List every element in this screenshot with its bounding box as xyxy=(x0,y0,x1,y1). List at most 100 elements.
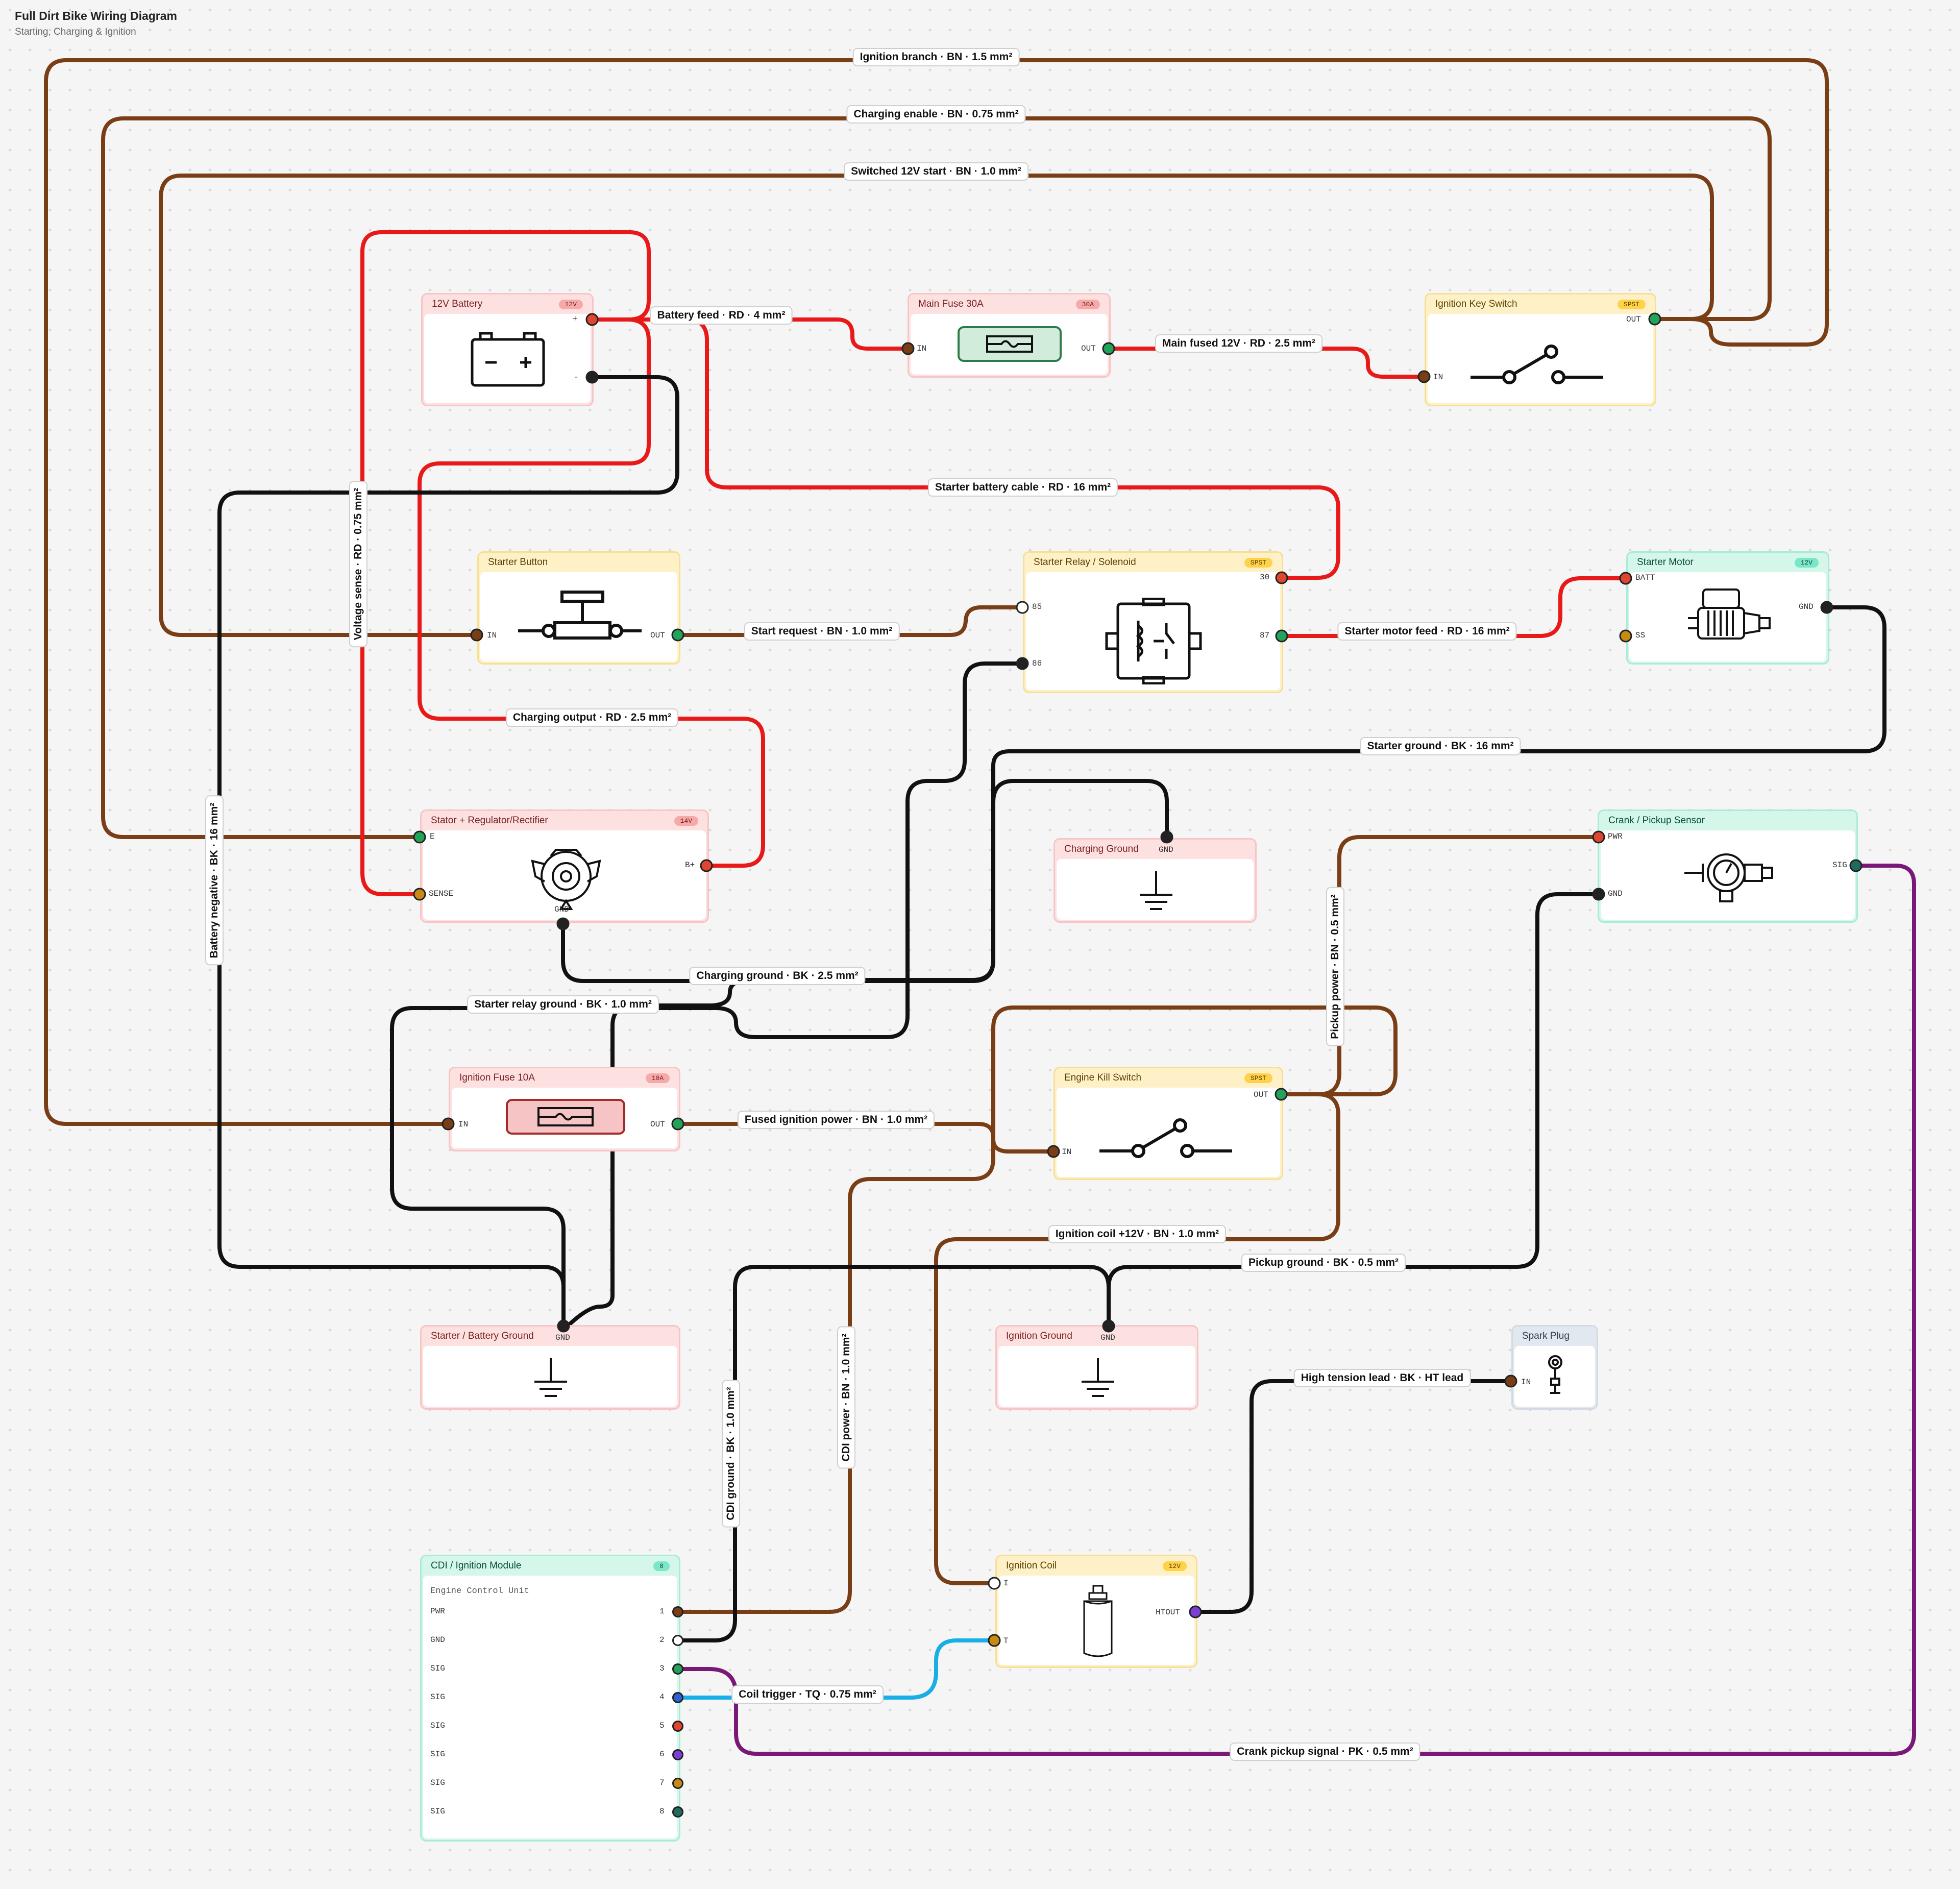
relay-85-port[interactable] xyxy=(1016,601,1029,614)
wire-ht-lead[interactable] xyxy=(1193,1379,1513,1614)
crank-pwr-port[interactable] xyxy=(1592,830,1605,844)
wire-label-switched-start: Switched 12V start · BN · 1.0 mm² xyxy=(844,162,1028,181)
ign-ground-port[interactable] xyxy=(1102,1319,1115,1333)
stator-sense-label: SENSE xyxy=(429,889,454,898)
spark-plug-in-port[interactable] xyxy=(1504,1375,1517,1388)
kill-switch-in-port[interactable] xyxy=(1047,1145,1060,1158)
battery-plus-label: + xyxy=(573,314,578,324)
wire-label-crank-signal: Crank pickup signal · PK · 0.5 mm² xyxy=(1230,1743,1420,1761)
kill-switch-out-port[interactable] xyxy=(1275,1088,1288,1101)
wire-charging-ground[interactable] xyxy=(561,779,1169,983)
starter-button-node[interactable]: Starter Button xyxy=(477,551,680,665)
wire-kill-loop[interactable] xyxy=(676,1005,1398,1614)
starter-motor-icon xyxy=(1688,588,1771,640)
wire-coil-trigger[interactable] xyxy=(676,1638,996,1700)
stator-sense-port[interactable] xyxy=(413,888,426,901)
wire-label-main-fused: Main fused 12V · RD · 2.5 mm² xyxy=(1155,334,1322,353)
key-switch-out-port[interactable] xyxy=(1648,312,1661,326)
fuse-icon xyxy=(506,1099,625,1135)
ign-fuse-in-port[interactable] xyxy=(442,1117,455,1131)
spark-plug-title: Spark Plug xyxy=(1522,1331,1570,1341)
ign-ground-title: Ignition Ground xyxy=(1006,1331,1072,1341)
cdi-pin-port[interactable] xyxy=(672,1606,683,1617)
ign-ground-node[interactable]: Ignition Ground xyxy=(995,1325,1198,1410)
wire-label-ign-branch: Ignition branch · BN · 1.5 mm² xyxy=(852,48,1020,66)
diagram-title: Full Dirt Bike Wiring Diagram xyxy=(15,9,178,22)
wire-voltage-sense[interactable] xyxy=(360,230,651,896)
batt-ground-port[interactable] xyxy=(557,1319,570,1333)
starter-motor-batt-port[interactable] xyxy=(1619,572,1632,585)
wire-main-fused[interactable] xyxy=(1107,347,1426,379)
wire-label-charging-output: Charging output · RD · 2.5 mm² xyxy=(505,708,679,727)
wire-cdi-ground[interactable] xyxy=(676,1265,1111,1642)
batt-ground-node[interactable]: Starter / Battery Ground xyxy=(420,1325,680,1410)
cdi-pin-port[interactable] xyxy=(672,1635,683,1646)
key-switch-in-port[interactable] xyxy=(1417,370,1431,383)
wire-label-ht-lead: High tension lead · BK · HT lead xyxy=(1293,1369,1471,1387)
ign-fuse-out-port[interactable] xyxy=(671,1117,684,1131)
cdi-pin-port[interactable] xyxy=(672,1749,683,1760)
relay-30-port[interactable] xyxy=(1275,571,1288,584)
cdi-pin-port[interactable] xyxy=(672,1692,683,1703)
coil-i-port[interactable] xyxy=(988,1577,1001,1590)
charging-ground-node[interactable]: Charging Ground xyxy=(1054,838,1257,923)
battery-badge: 12V xyxy=(558,299,583,309)
stator-gnd-port[interactable] xyxy=(556,917,570,930)
coil-htout-port[interactable] xyxy=(1189,1605,1202,1618)
stator-bplus-port[interactable] xyxy=(700,859,713,872)
cdi-pin-port[interactable] xyxy=(672,1663,683,1675)
wire-motor-feed[interactable] xyxy=(1280,576,1628,638)
cdi-pin-port[interactable] xyxy=(672,1806,683,1818)
wire-relay-ground[interactable] xyxy=(390,661,1024,1329)
crank-sig-port[interactable] xyxy=(1849,859,1863,872)
wire-ign-branch[interactable] xyxy=(44,58,1829,1126)
starter-button-in-port[interactable] xyxy=(470,628,483,642)
cdi-pin-number: 8 xyxy=(659,1807,665,1816)
wire-pickup-ground[interactable] xyxy=(1107,892,1601,1329)
main-fuse-out-port[interactable] xyxy=(1102,342,1115,355)
wire-label-pickup-ground: Pickup ground · BK · 0.5 mm² xyxy=(1241,1254,1406,1272)
wire-charging-output[interactable] xyxy=(418,317,765,868)
starter-button-out-port[interactable] xyxy=(671,628,684,642)
cdi-pin-number: 6 xyxy=(659,1750,665,1759)
cdi-pin-port[interactable] xyxy=(672,1721,683,1732)
crank-node[interactable]: Crank / Pickup Sensor xyxy=(1598,809,1858,923)
cdi-pin-port[interactable] xyxy=(672,1778,683,1789)
wire-label-coil-plus: Ignition coil +12V · BN · 1.0 mm² xyxy=(1048,1225,1227,1243)
wire-label-cdi-ground: CDI ground · BK · 1.0 mm² xyxy=(722,1380,740,1528)
relay-86-port[interactable] xyxy=(1016,657,1029,670)
coil-t-port[interactable] xyxy=(988,1634,1001,1647)
crank-sig-label: SIG xyxy=(1832,861,1847,870)
spark-plug-node[interactable]: Spark Plug xyxy=(1511,1325,1598,1410)
ign-fuse-in-label: IN xyxy=(458,1120,469,1129)
stator-e-port[interactable] xyxy=(413,830,426,844)
starter-motor-ss-port[interactable] xyxy=(1619,629,1632,643)
crank-gnd-port[interactable] xyxy=(1592,888,1605,901)
battery-plus-port[interactable] xyxy=(585,313,599,326)
starter-motor-gnd-port[interactable] xyxy=(1820,601,1833,614)
wire-crank-signal[interactable] xyxy=(676,864,1916,1756)
wire-battery-negative[interactable] xyxy=(217,375,679,1329)
relay-87-port[interactable] xyxy=(1275,629,1288,643)
battery-minus-port[interactable] xyxy=(585,371,599,384)
cdi-badge: 8 xyxy=(653,1561,670,1571)
wire-label-starter-cable: Starter battery cable · RD · 16 mm² xyxy=(927,478,1118,497)
charging-ground-port[interactable] xyxy=(1160,830,1173,844)
main-fuse-in-port[interactable] xyxy=(901,342,915,355)
wire-start-request[interactable] xyxy=(676,605,1024,637)
wire-battery-feed[interactable] xyxy=(590,317,910,351)
ground-icon xyxy=(1082,1358,1114,1397)
cdi-body xyxy=(423,1576,677,1838)
stator-title: Stator + Regulator/Rectifier xyxy=(431,815,548,826)
charging-ground-title: Charging Ground xyxy=(1064,844,1139,854)
